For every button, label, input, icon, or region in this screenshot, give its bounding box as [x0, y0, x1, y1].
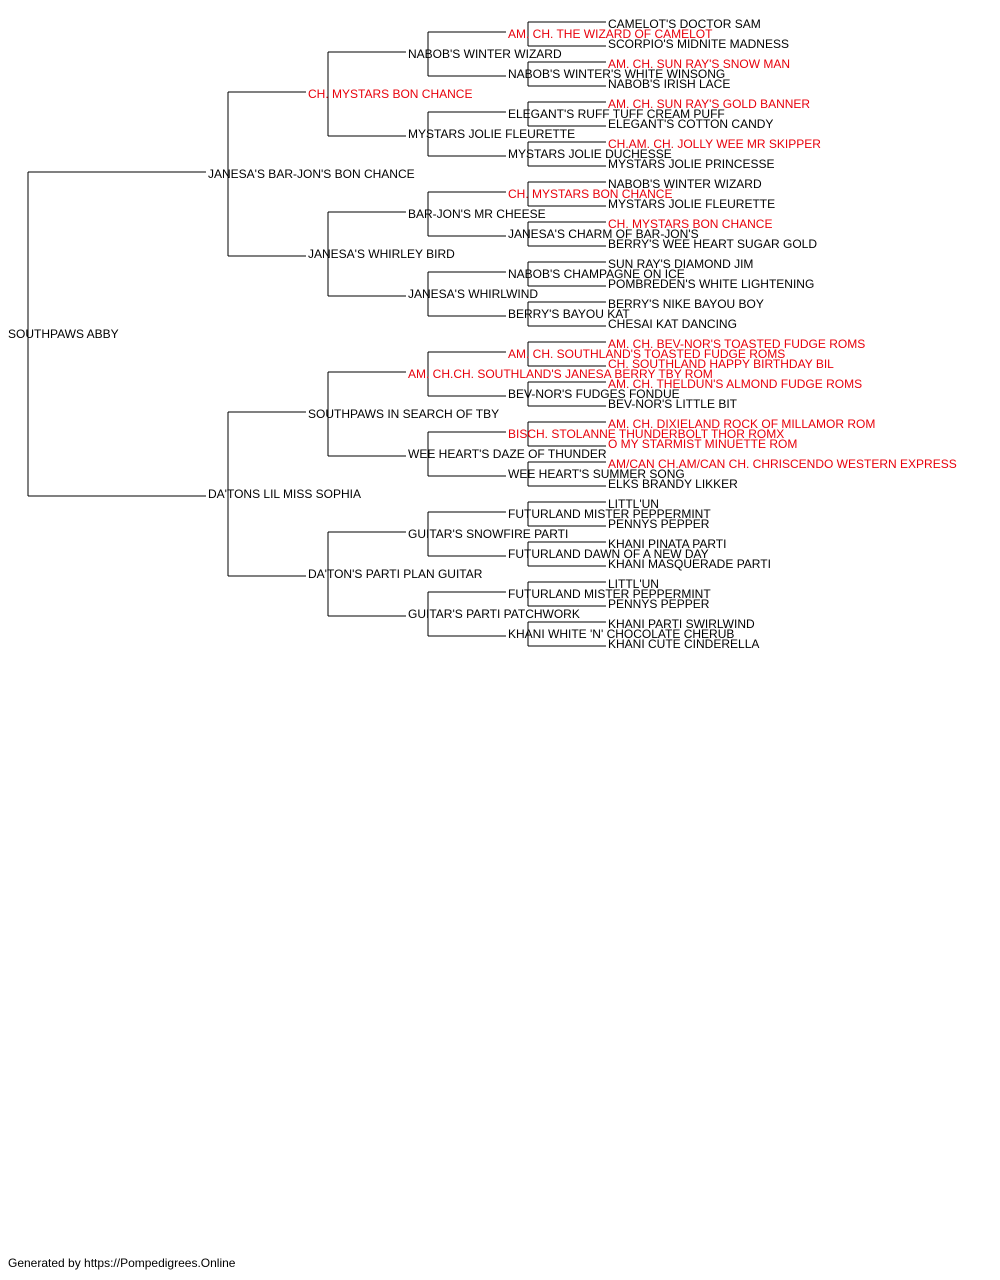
- dog-name-gen-4: WEE HEART'S SUMMER SONG: [508, 467, 685, 481]
- dog-name-gen-0: SOUTHPAWS ABBY: [8, 327, 119, 341]
- dog-name-gen-5: ELEGANT'S COTTON CANDY: [608, 117, 773, 131]
- dog-name-gen-4: MYSTARS JOLIE DUCHESSE: [508, 147, 672, 161]
- dog-name-gen-5: O MY STARMIST MINUETTE ROM: [608, 437, 797, 451]
- dog-name-gen-5: NABOB'S WINTER WIZARD: [608, 177, 762, 191]
- dog-name-gen-5: BERRY'S WEE HEART SUGAR GOLD: [608, 237, 817, 251]
- dog-name-gen-5: PENNYS PEPPER: [608, 597, 710, 611]
- dog-name-gen-2: CH. MYSTARS BON CHANCE: [308, 87, 472, 101]
- dog-name-gen-3: NABOB'S WINTER WIZARD: [408, 47, 562, 61]
- dog-name-gen-5: CH.AM. CH. JOLLY WEE MR SKIPPER: [608, 137, 821, 151]
- dog-name-gen-5: CH. MYSTARS BON CHANCE: [608, 217, 772, 231]
- dog-name-gen-3: AM. CH.CH. SOUTHLAND'S JANESA BERRY TBY …: [408, 367, 713, 381]
- dog-name-gen-2: SOUTHPAWS IN SEARCH OF TBY: [308, 407, 499, 421]
- dog-name-gen-5: CH. SOUTHLAND HAPPY BIRTHDAY BIL: [608, 357, 834, 371]
- dog-name-gen-4: BERRY'S BAYOU KAT: [508, 307, 630, 321]
- dog-name-gen-4: FUTURLAND MISTER PEPPERMINT: [508, 507, 711, 521]
- dog-name-gen-3: GUITAR'S PARTI PATCHWORK: [408, 607, 580, 621]
- dog-name-gen-2: DA'TON'S PARTI PLAN GUITAR: [308, 567, 483, 581]
- dog-name-gen-4: NABOB'S CHAMPAGNE ON ICE: [508, 267, 685, 281]
- dog-name-gen-4: FUTURLAND DAWN OF A NEW DAY: [508, 547, 709, 561]
- dog-name-gen-5: SCORPIO'S MIDNITE MADNESS: [608, 37, 789, 51]
- dog-name-gen-4: BEV-NOR'S FUDGES FONDUE: [508, 387, 680, 401]
- dog-name-gen-3: GUITAR'S SNOWFIRE PARTI: [408, 527, 568, 541]
- dog-name-gen-5: AM. CH. SUN RAY'S GOLD BANNER: [608, 97, 810, 111]
- dog-name-gen-5: BERRY'S NIKE BAYOU BOY: [608, 297, 764, 311]
- dog-name-gen-4: ELEGANT'S RUFF TUFF CREAM PUFF: [508, 107, 725, 121]
- dog-name-gen-4: AM. CH. THE WIZARD OF CAMELOT: [508, 27, 713, 41]
- dog-name-gen-5: MYSTARS JOLIE FLEURETTE: [608, 197, 775, 211]
- dog-name-gen-5: POMBREDEN'S WHITE LIGHTENING: [608, 277, 814, 291]
- dog-name-gen-5: AM. CH. DIXIELAND ROCK OF MILLAMOR ROM: [608, 417, 875, 431]
- dog-name-gen-5: MYSTARS JOLIE PRINCESSE: [608, 157, 774, 171]
- dog-name-gen-5: LITTL'UN: [608, 577, 659, 591]
- dog-name-gen-4: KHANI WHITE 'N' CHOCOLATE CHERUB: [508, 627, 734, 641]
- dog-name-gen-5: AM. CH. BEV-NOR'S TOASTED FUDGE ROMS: [608, 337, 865, 351]
- dog-name-gen-3: WEE HEART'S DAZE OF THUNDER: [408, 447, 607, 461]
- dog-name-gen-1: JANESA'S BAR-JON'S BON CHANCE: [208, 167, 415, 181]
- dog-name-gen-4: FUTURLAND MISTER PEPPERMINT: [508, 587, 711, 601]
- dog-name-gen-3: JANESA'S WHIRLWIND: [408, 287, 538, 301]
- dog-name-gen-5: KHANI MASQUERADE PARTI: [608, 557, 771, 571]
- dog-name-gen-4: AM. CH. SOUTHLAND'S TOASTED FUDGE ROMS: [508, 347, 785, 361]
- dog-name-gen-3: BAR-JON'S MR CHEESE: [408, 207, 546, 221]
- dog-name-gen-2: JANESA'S WHIRLEY BIRD: [308, 247, 455, 261]
- dog-name-gen-5: ELKS BRANDY LIKKER: [608, 477, 738, 491]
- dog-name-gen-5: NABOB'S IRISH LACE: [608, 77, 730, 91]
- dog-name-gen-4: CH. MYSTARS BON CHANCE: [508, 187, 672, 201]
- dog-name-gen-5: CAMELOT'S DOCTOR SAM: [608, 17, 761, 31]
- dog-name-gen-5: PENNYS PEPPER: [608, 517, 710, 531]
- dog-name-gen-4: BISCH. STOLANNE THUNDERBOLT THOR ROMX: [508, 427, 784, 441]
- dog-name-gen-4: JANESA'S CHARM OF BAR-JON'S: [508, 227, 699, 241]
- dog-name-gen-1: DA'TONS LIL MISS SOPHIA: [208, 487, 361, 501]
- dog-name-gen-5: KHANI PARTI SWIRLWIND: [608, 617, 755, 631]
- footer-credit: Generated by https://Pompedigrees.Online: [8, 1256, 236, 1270]
- dog-name-gen-5: LITTL'UN: [608, 497, 659, 511]
- dog-name-gen-5: BEV-NOR'S LITTLE BIT: [608, 397, 738, 411]
- dog-name-gen-5: AM. CH. SUN RAY'S SNOW MAN: [608, 57, 790, 71]
- dog-name-gen-4: NABOB'S WINTER'S WHITE WINSONG: [508, 67, 725, 81]
- dog-name-gen-5: KHANI PINATA PARTI: [608, 537, 726, 551]
- dog-name-gen-5: AM/CAN CH.AM/CAN CH. CHRISCENDO WESTERN …: [608, 457, 957, 471]
- dog-name-gen-5: CHESAI KAT DANCING: [608, 317, 737, 331]
- dog-name-gen-3: MYSTARS JOLIE FLEURETTE: [408, 127, 575, 141]
- dog-name-gen-5: SUN RAY'S DIAMOND JIM: [608, 257, 753, 271]
- dog-name-gen-5: AM. CH. THELDUN'S ALMOND FUDGE ROMS: [608, 377, 862, 391]
- dog-name-gen-5: KHANI CUTE CINDERELLA: [608, 637, 759, 651]
